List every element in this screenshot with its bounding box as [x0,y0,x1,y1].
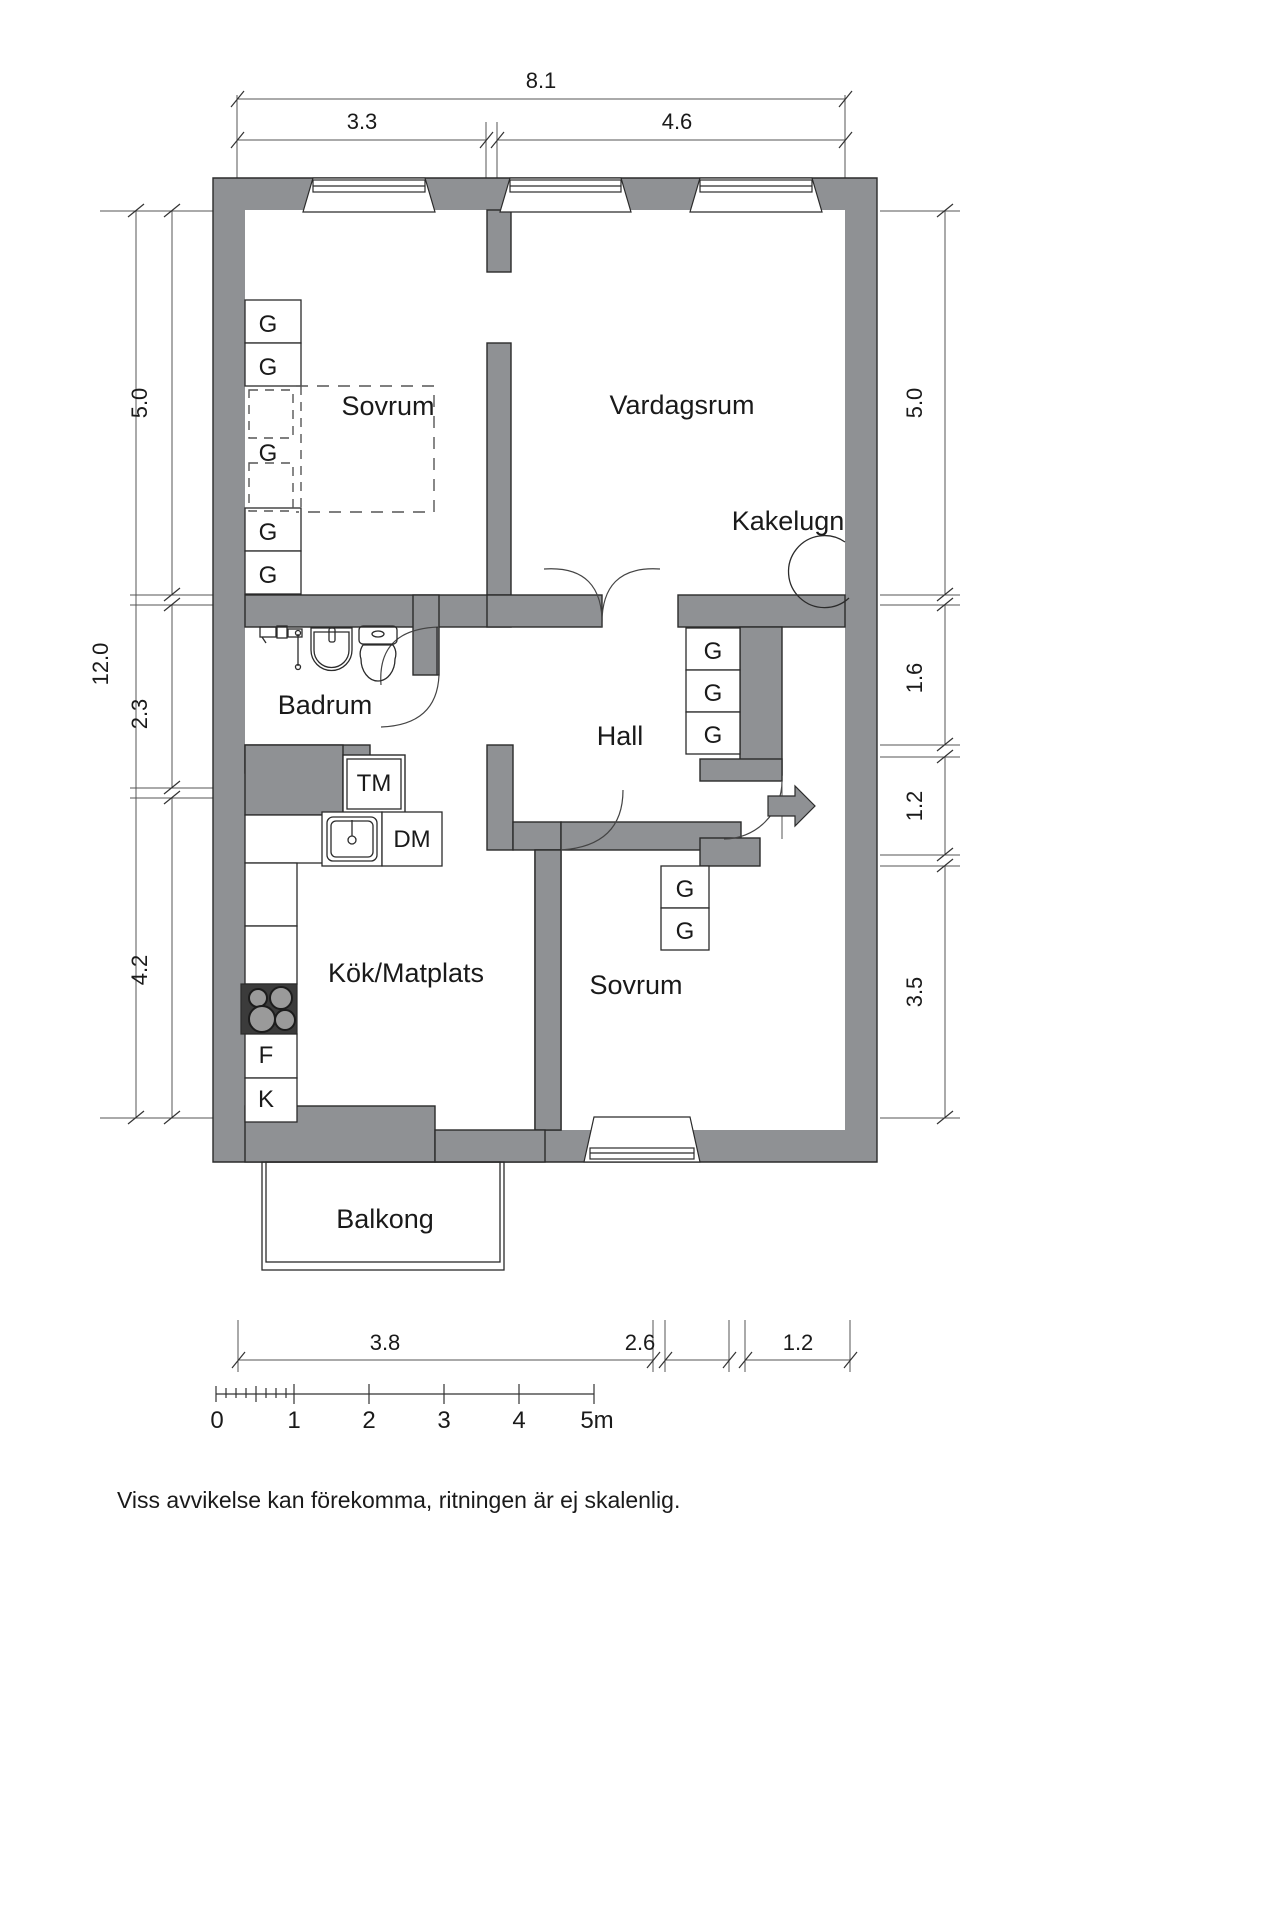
scale-tick-3: 3 [437,1407,450,1434]
dim-bottom-seg-3: 1.2 [783,1330,814,1355]
room-kok-matplats: TM DM F K Kök/Matplats [240,754,484,1123]
closet-g [244,342,302,387]
entrance-arrow-icon [767,784,816,828]
window-bottom-bedroom [583,1116,701,1163]
appliance-label-k: K [258,1086,274,1113]
top-dimension-group: 8.1 3.3 4.6 [230,68,853,180]
left-dimension-group: 12.0 5.0 2.3 4.2 [88,203,215,1125]
room-label-hall: Hall [597,721,644,751]
closet-g [685,627,741,671]
room-badrum: Badrum [259,625,398,720]
entrance-door [723,780,816,840]
closet-label-g: G [704,722,723,749]
dim-right-seg-4: 3.5 [902,977,927,1008]
door-kok [560,789,624,851]
scale-bar: 0 1 2 3 4 5m [210,1384,614,1434]
closet-label-g: G [259,311,278,338]
appliance-tm [342,754,406,814]
room-vardagsrum: Vardagsrum Kakelugn [609,390,850,609]
dim-right-seg-1: 5.0 [902,388,927,419]
apartment-shell [212,177,878,1163]
closet-g [244,507,302,552]
closet-g [685,711,741,755]
appliance-label-dm: DM [393,826,430,853]
bottom-dimension-group: 3.8 2.6 1.2 [231,1320,858,1372]
stove [240,983,298,1035]
balkong: Balkong [261,1161,505,1271]
appliance-label-tm: TM [357,770,392,797]
scale-tick-1: 1 [287,1407,300,1434]
dim-left-seg-3: 4.2 [127,955,152,986]
kitchen-sink [326,816,378,862]
room-label-sovrum-top: Sovrum [341,391,434,421]
dim-top-seg-1: 3.3 [347,109,378,134]
dim-bottom-seg-1: 3.8 [370,1330,401,1355]
right-dimension-group: 5.0 1.6 1.2 3.5 [880,203,960,1125]
appliance-f [244,1033,298,1079]
dim-bottom-seg-2: 2.6 [625,1330,656,1355]
closet-label-g: G [259,354,278,381]
closet-g [244,550,302,595]
scale-tick-0: 0 [210,1407,223,1434]
closet-label-g: G [676,876,695,903]
shower-fixture [259,625,303,644]
dim-top-seg-2: 4.6 [662,109,693,134]
closet-label-g: G [704,638,723,665]
dim-left-seg-2: 2.3 [127,699,152,730]
kakelugn-shape [787,535,850,609]
room-label-balkong: Balkong [336,1204,434,1234]
closet-label-g: G [259,519,278,546]
room-sovrum-bottom: G G Sovrum [589,865,710,1000]
closet-g [660,907,710,951]
closet-label-g: G [704,680,723,707]
dim-left-seg-1: 5.0 [127,388,152,419]
door-badrum [380,626,440,728]
closet-g [685,669,741,713]
room-hall: Hall G G G [597,627,741,755]
footer-note: Viss avvikelse kan förekomma, ritningen … [117,1487,680,1513]
room-label-kok-matplats: Kök/Matplats [328,958,484,988]
room-sovrum-top: G G G G G Sovrum [244,299,435,595]
toilet-fixture [358,625,398,682]
dim-left-total: 12.0 [88,643,113,686]
closet-label-g: G [259,562,278,589]
appliance-dm [381,811,443,867]
room-label-sovrum-bottom: Sovrum [589,970,682,1000]
dim-top-total: 8.1 [526,68,557,93]
room-label-badrum: Badrum [278,690,373,720]
closet-label-g: G [259,440,278,467]
windows-top-wall [302,177,823,213]
room-label-vardagsrum: Vardagsrum [609,390,754,420]
appliance-k [244,1077,298,1123]
scale-tick-2: 2 [362,1407,375,1434]
closet-g [244,299,302,344]
dim-right-seg-2: 1.6 [902,663,927,694]
appliance-label-f: F [259,1042,274,1069]
scale-end-label: 5m [580,1407,613,1434]
scale-tick-4: 4 [512,1407,525,1434]
feature-label-kakelugn: Kakelugn [732,506,845,536]
closet-label-g: G [676,918,695,945]
door-vardagsrum-hall [543,568,661,628]
sink-fixture [310,627,353,672]
dim-right-seg-3: 1.2 [902,791,927,822]
